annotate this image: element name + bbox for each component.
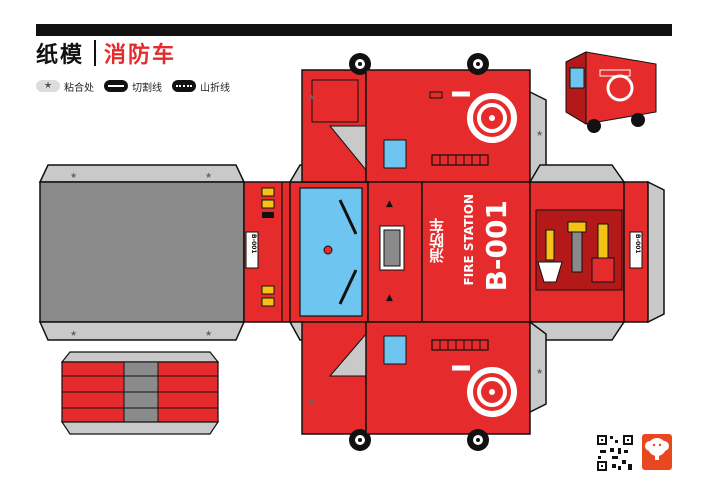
finished-truck-preview (565, 51, 657, 133)
svg-text:★: ★ (70, 171, 77, 180)
roof-panel: ★ ★ ★ ★ (38, 164, 246, 341)
hood-panel: ▲ ▲ (367, 181, 531, 323)
truck-name: 消防车 (428, 218, 446, 263)
legend-label-cut: 切割线 (132, 82, 162, 94)
title-subtitle: 消防车 (104, 43, 177, 68)
truck-number: B-001 (480, 200, 513, 292)
cut-line-icon (104, 80, 128, 92)
svg-text:★: ★ (205, 329, 212, 338)
legend-item-glue: ★ 粘合处 (36, 79, 94, 94)
title-main: 纸模 (36, 43, 85, 68)
qr-code (596, 434, 634, 472)
fold-line-icon (172, 80, 196, 92)
rear-panel (243, 181, 291, 323)
svg-text:★: ★ (205, 171, 212, 180)
legend-item-cut: 切割线 (104, 79, 162, 94)
star-icon: ★ (36, 80, 60, 92)
title-separator (94, 40, 97, 66)
side-plate: B-001 (634, 234, 641, 254)
top-bar (36, 24, 672, 36)
svg-text:★: ★ (70, 329, 77, 338)
legend-label-fold: 山折线 (200, 82, 230, 94)
svg-text:★: ★ (536, 367, 543, 376)
svg-text:▲: ▲ (386, 293, 393, 303)
side-panel-bottom: ★ ★ (301, 320, 547, 451)
svg-text:▲: ▲ (386, 199, 393, 209)
brand-logo (642, 434, 672, 470)
svg-text:★: ★ (308, 397, 315, 406)
truck-station: FIRE STATION (462, 194, 476, 286)
rear-plate: B-001 (250, 234, 257, 254)
elephant-icon (645, 438, 669, 460)
svg-text:★: ★ (308, 93, 315, 102)
legend-label-glue: 粘合处 (64, 82, 94, 94)
legend-item-fold: 山折线 (172, 79, 230, 94)
legend: ★ 粘合处 切割线 山折线 (36, 78, 230, 94)
side-panel-top: ★ ★ (301, 53, 547, 184)
windshield-panel (288, 164, 370, 341)
tool-panel (528, 164, 665, 341)
page-title: 纸模 消防车 (36, 38, 176, 68)
svg-text:★: ★ (536, 129, 543, 138)
bumper-piece (60, 351, 220, 435)
